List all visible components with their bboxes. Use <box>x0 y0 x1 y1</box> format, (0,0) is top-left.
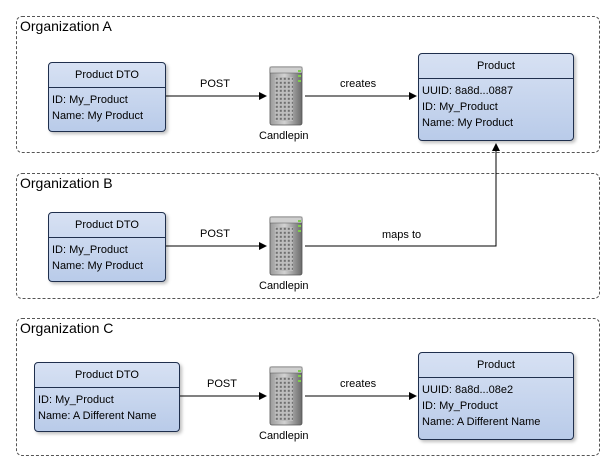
org-c-dto-name: Name: A Different Name <box>38 410 157 422</box>
org-a-product-id: ID: My_Product <box>422 101 498 113</box>
organization-b-title: Organization B <box>20 175 113 191</box>
org-c-product-name: Name: A Different Name <box>422 416 541 428</box>
org-b-candlepin-label: Candlepin <box>259 280 309 292</box>
org-a-dto-id: ID: My_Product <box>52 94 128 106</box>
org-b-product-dto-title: Product DTO <box>49 213 165 238</box>
org-c-product-uuid: UUID: 8a8d...08e2 <box>422 384 514 396</box>
organization-a-container: Organization A <box>16 16 600 153</box>
org-a-product-dto: Product DTO ID: My_Product Name: My Prod… <box>48 62 166 132</box>
server-tower-icon <box>269 366 303 426</box>
server-tower-icon <box>269 216 303 276</box>
organization-c-title: Organization C <box>20 320 114 336</box>
org-c-dto-id: ID: My_Product <box>38 394 114 406</box>
org-c-product-title: Product <box>419 353 573 378</box>
org-b-dto-name: Name: My Product <box>52 260 144 272</box>
org-b-candlepin-server <box>267 215 305 282</box>
org-c-candlepin-server <box>267 365 305 432</box>
org-b-dto-id: ID: My_Product <box>52 244 128 256</box>
org-c-post-label: POST <box>207 378 237 390</box>
org-a-product-name: Name: My Product <box>422 117 514 129</box>
org-c-product: Product UUID: 8a8d...08e2 ID: My_Product… <box>418 352 574 440</box>
org-b-maps-to-arrow <box>305 143 500 247</box>
org-c-product-dto-title: Product DTO <box>35 363 179 388</box>
org-a-dto-name: Name: My Product <box>52 110 144 122</box>
org-a-creates-label: creates <box>340 78 377 90</box>
organization-a-title: Organization A <box>20 18 112 34</box>
org-b-product-dto: Product DTO ID: My_Product Name: My Prod… <box>48 212 166 282</box>
organization-c-container: Organization C <box>16 318 600 456</box>
org-a-candlepin-server <box>267 65 305 132</box>
org-a-product: Product UUID: 8a8d...0887 ID: My_Product… <box>418 53 574 141</box>
org-a-product-dto-title: Product DTO <box>49 63 165 88</box>
organization-b-container: Organization B <box>16 173 600 299</box>
org-c-product-dto: Product DTO ID: My_Product Name: A Diffe… <box>34 362 180 432</box>
org-b-maps-to-label: maps to <box>382 229 422 241</box>
server-tower-icon <box>269 66 303 126</box>
org-c-candlepin-label: Candlepin <box>259 430 309 442</box>
org-b-post-label: POST <box>200 228 230 240</box>
org-c-creates-label: creates <box>340 378 377 390</box>
org-a-product-title: Product <box>419 54 573 79</box>
org-a-candlepin-label: Candlepin <box>259 130 309 142</box>
org-a-post-label: POST <box>200 78 230 90</box>
org-a-product-uuid: UUID: 8a8d...0887 <box>422 85 514 97</box>
org-c-product-id: ID: My_Product <box>422 400 498 412</box>
